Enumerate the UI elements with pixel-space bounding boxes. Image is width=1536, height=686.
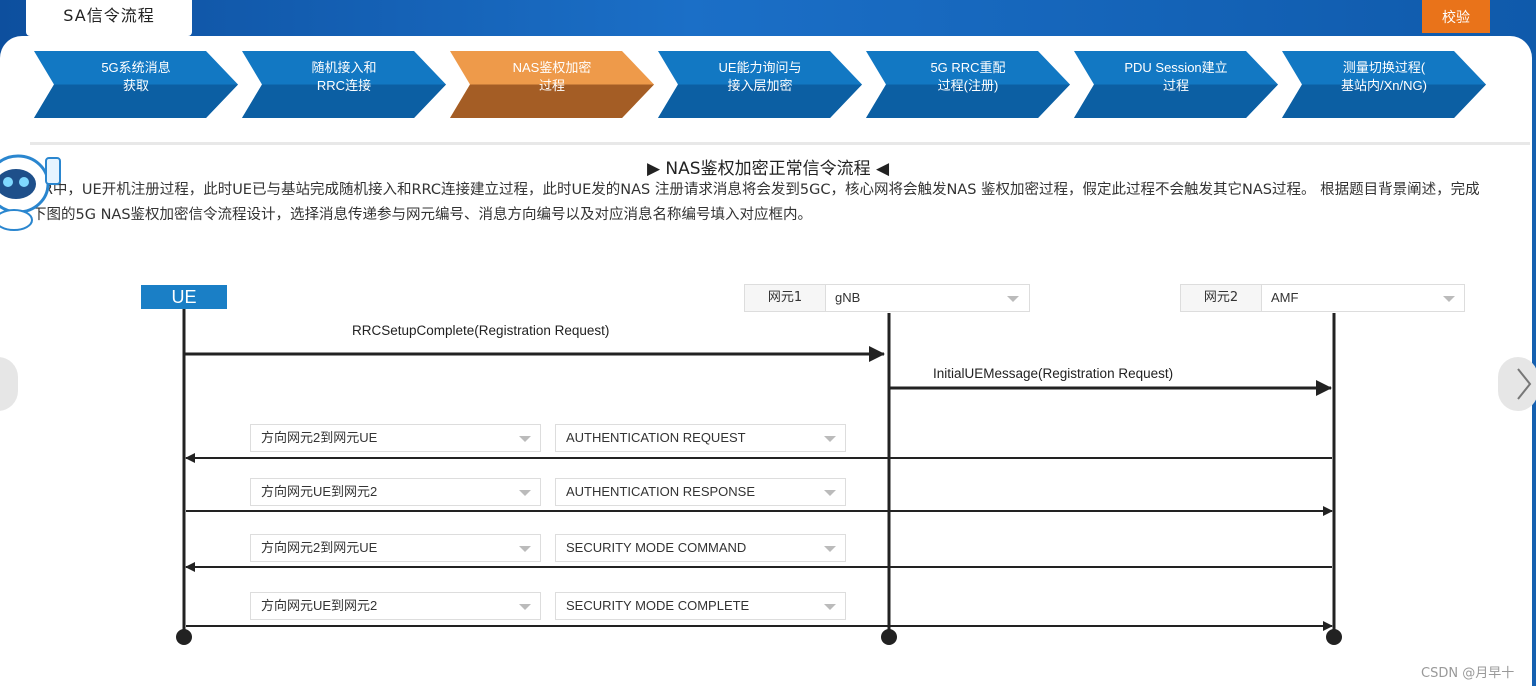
step-arrow-shape <box>658 51 862 118</box>
ne2-value: AMF <box>1271 290 1299 305</box>
divider <box>30 142 1530 145</box>
step-arrow-shape <box>1282 51 1486 118</box>
step-ue-capability[interactable]: UE能力询问与接入层加密 <box>658 51 862 118</box>
direction-select[interactable]: 方向网元UE到网元2 <box>250 478 541 506</box>
chevron-down-icon <box>824 436 836 442</box>
message-select-value: SECURITY MODE COMMAND <box>566 540 747 555</box>
chevron-down-icon <box>1443 296 1455 302</box>
step-label-line2: 过程 <box>1162 78 1189 93</box>
chevron-right-icon <box>1517 368 1532 400</box>
step-label-line2: 过程(注册) <box>937 78 999 93</box>
message-select[interactable]: SECURITY MODE COMMAND <box>555 534 846 562</box>
step-arrow-shape <box>34 51 238 118</box>
message-select-value: AUTHENTICATION REQUEST <box>566 430 746 445</box>
direction-select[interactable]: 方向网元2到网元UE <box>250 534 541 562</box>
step-label-line2: 接入层加密 <box>727 78 793 93</box>
step-label-line2: 获取 <box>122 78 149 93</box>
robot-mascot-icon[interactable] <box>0 128 64 232</box>
chevron-down-icon <box>519 604 531 610</box>
ne1-select[interactable]: 网元1 gNB <box>744 284 1030 312</box>
message-select-value: AUTHENTICATION RESPONSE <box>566 484 756 499</box>
message-select-value: SECURITY MODE COMPLETE <box>566 598 750 613</box>
prev-page-button[interactable] <box>0 357 18 411</box>
tab-sa-signaling[interactable]: SA信令流程 <box>26 0 192 36</box>
message-select[interactable]: SECURITY MODE COMPLETE <box>555 592 846 620</box>
message-rrc-setup-complete: RRCSetupComplete(Registration Request) <box>352 323 610 338</box>
step-label-line1: 测量切换过程( <box>1342 60 1426 75</box>
step-system-info[interactable]: 5G系统消息获取 <box>34 51 238 118</box>
direction-select-value: 方向网元UE到网元2 <box>261 598 378 613</box>
step-arrow-shape <box>242 51 446 118</box>
ne2-select[interactable]: 网元2 AMF <box>1180 284 1465 312</box>
chevron-down-icon <box>824 604 836 610</box>
step-label-line1: NAS鉴权加密 <box>512 60 592 75</box>
direction-select[interactable]: 方向网元UE到网元2 <box>250 592 541 620</box>
message-initial-ue: InitialUEMessage(Registration Request) <box>933 366 1174 381</box>
step-pdu-session[interactable]: PDU Session建立过程 <box>1074 51 1278 118</box>
chevron-down-icon <box>1007 296 1019 302</box>
step-label-line2: RRC连接 <box>316 78 372 93</box>
step-label-line1: 5G RRC重配 <box>930 60 1006 75</box>
verify-button[interactable]: 校验 <box>1422 0 1490 33</box>
direction-select[interactable]: 方向网元2到网元UE <box>250 424 541 452</box>
ne1-value: gNB <box>835 290 861 305</box>
direction-select-value: 方向网元2到网元UE <box>261 430 378 445</box>
chevron-down-icon <box>824 546 836 552</box>
description: NR中，UE开机注册过程，此时UE已与基站完成随机接入和RRC连接建立过程，此时… <box>32 182 1480 223</box>
next-page-button[interactable] <box>1498 357 1536 411</box>
chevron-down-icon <box>519 436 531 442</box>
chevron-down-icon <box>519 546 531 552</box>
step-nas-auth[interactable]: NAS鉴权加密过程 <box>450 51 654 118</box>
step-rrc-reconfig[interactable]: 5G RRC重配过程(注册) <box>866 51 1070 118</box>
direction-select-value: 方向网元UE到网元2 <box>261 484 378 499</box>
chevron-down-icon <box>824 490 836 496</box>
step-arrow-shape <box>866 51 1070 118</box>
step-label-line1: PDU Session建立 <box>1124 60 1228 75</box>
message-select[interactable]: AUTHENTICATION REQUEST <box>555 424 846 452</box>
step-random-access[interactable]: 随机接入和 RRC连接 <box>242 51 446 118</box>
section-title: ▶ NAS鉴权加密正常信令流程 ◀ <box>646 159 890 179</box>
csdn-watermark: CSDN @月早十 <box>1421 666 1515 681</box>
step-arrow-shape <box>450 51 654 118</box>
step-handover[interactable]: 测量切换过程( 基站内/Xn/NG) <box>1282 51 1486 118</box>
step-label-line1: 随机接入和 <box>311 60 377 75</box>
direction-select-value: 方向网元2到网元UE <box>261 540 378 555</box>
step-label-line1: 5G系统消息 <box>101 60 171 75</box>
step-label-line2: 过程 <box>538 78 565 93</box>
ue-node: UE <box>141 285 227 309</box>
step-arrow-shape <box>1074 51 1278 118</box>
message-select[interactable]: AUTHENTICATION RESPONSE <box>555 478 846 506</box>
ne1-label: 网元1 <box>745 285 826 311</box>
step-label-line2: 基站内/Xn/NG) <box>1341 78 1427 93</box>
ne2-label: 网元2 <box>1181 285 1262 311</box>
step-label-line1: UE能力询问与 <box>718 60 802 75</box>
chevron-down-icon <box>519 490 531 496</box>
